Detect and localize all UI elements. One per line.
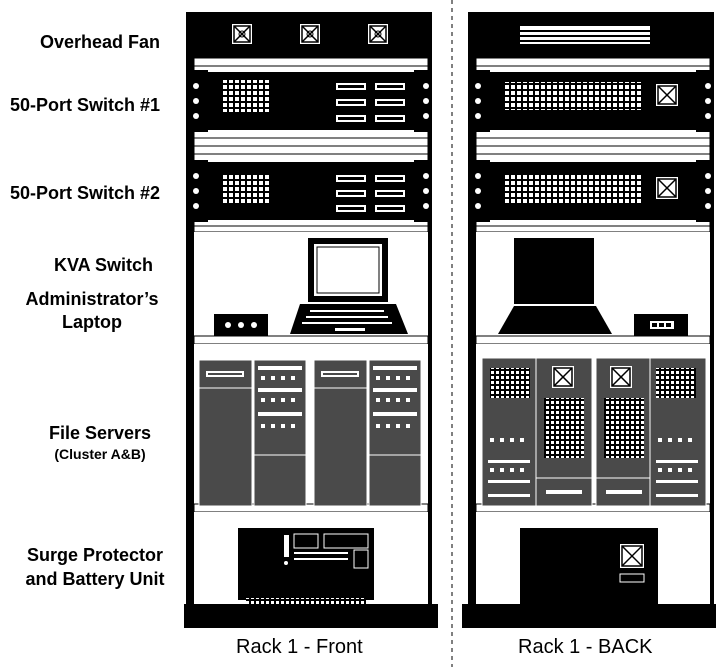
label-overhead-fan: Overhead Fan <box>40 32 161 52</box>
label-surge-line2: and Battery Unit <box>25 569 165 589</box>
front-kva-switch <box>214 314 268 336</box>
front-surge-protector <box>238 528 374 604</box>
front-fan-1-icon <box>232 24 252 44</box>
back-switch1-fan-icon <box>656 84 678 106</box>
back-switch-2 <box>472 160 714 222</box>
front-fan-2-icon <box>300 24 320 44</box>
caption-rack-front: Rack 1 - Front <box>236 636 363 658</box>
label-surge-protector: Surge Protector and Battery Unit <box>14 545 176 590</box>
label-file-servers-sub: (Cluster A&B) <box>54 446 146 462</box>
back-surge-fan-icon <box>620 544 644 568</box>
back-server-a-fan-icon <box>552 366 574 388</box>
front-overhead-fan <box>232 24 388 44</box>
back-surge-protector <box>520 528 658 604</box>
front-fan-3-icon <box>368 24 388 44</box>
back-switch-1 <box>472 70 714 132</box>
front-switch2-port-grid <box>221 175 269 205</box>
caption-rack-back: Rack 1 - BACK <box>518 636 653 658</box>
label-laptop-line1: Administrator’s <box>25 289 159 309</box>
label-kva-switch: KVA Switch <box>54 255 154 275</box>
front-switch-2 <box>190 160 432 222</box>
front-laptop <box>290 238 408 334</box>
back-server-b-fan-icon <box>610 366 632 388</box>
back-kva-switch <box>634 314 688 336</box>
rack-back <box>462 12 716 628</box>
back-switch2-port-grid <box>504 175 642 203</box>
label-laptop: Administrator’s Laptop <box>14 289 170 333</box>
back-overhead-fan-vent <box>520 26 650 44</box>
label-switch-2: 50-Port Switch #2 <box>10 183 161 203</box>
rack-back-base <box>462 604 716 628</box>
back-server-a <box>481 357 593 507</box>
label-switch-1: 50-Port Switch #1 <box>10 95 161 115</box>
front-server-b <box>313 359 422 507</box>
back-server-b <box>595 357 707 507</box>
front-switch-1 <box>190 70 432 132</box>
rack-front <box>184 12 438 628</box>
back-switch1-port-grid <box>504 82 642 110</box>
label-laptop-line2: Laptop <box>62 312 122 332</box>
rack-front-base <box>184 604 438 628</box>
back-laptop <box>498 238 612 334</box>
front-switch1-port-grid <box>221 80 269 112</box>
front-server-a <box>198 359 307 507</box>
label-file-servers: File Servers (Cluster A&B) <box>30 423 170 462</box>
back-switch2-fan-icon <box>656 177 678 199</box>
label-surge-line1: Surge Protector <box>26 545 164 565</box>
label-file-servers-title: File Servers <box>48 423 152 443</box>
